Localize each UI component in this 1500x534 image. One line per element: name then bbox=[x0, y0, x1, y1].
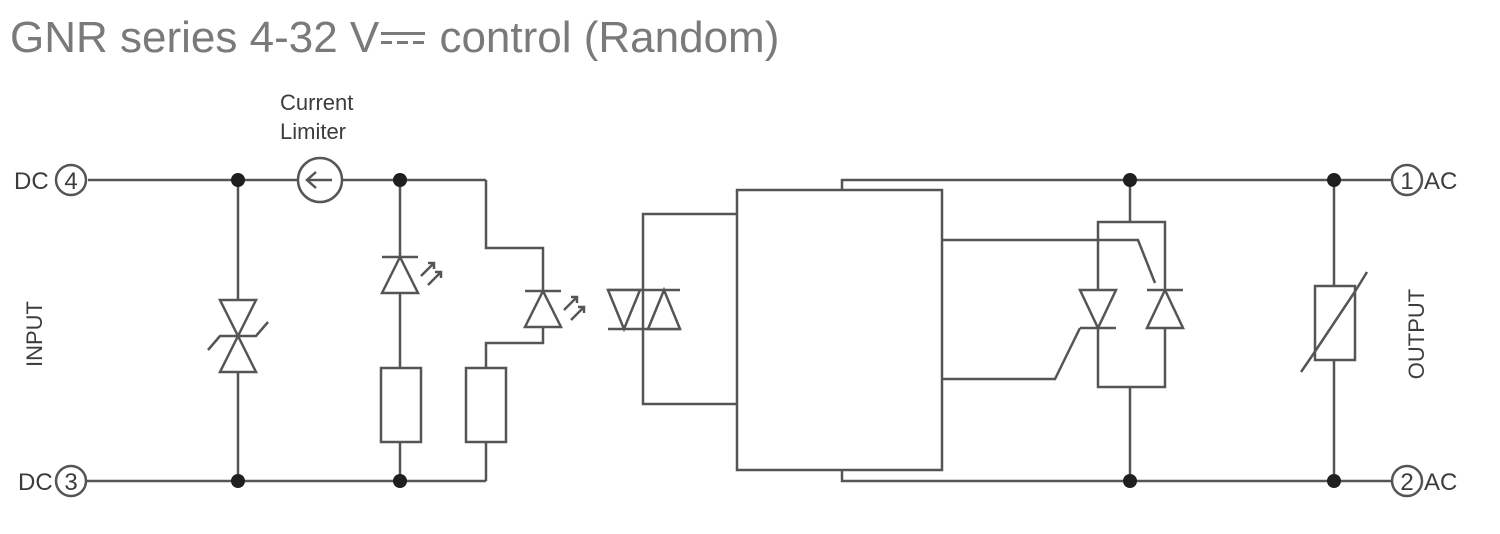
current-limiter-label-line1: Current bbox=[280, 90, 353, 115]
thyristor-pair-icon bbox=[1078, 287, 1185, 331]
resistor-2-icon bbox=[464, 366, 508, 444]
terminal-4-label: 4 bbox=[64, 168, 77, 195]
circuit-schematic: 4 3 1 2 DC DC AC AC Current Limiter INPU… bbox=[14, 90, 1457, 498]
indicator-led-icon bbox=[379, 254, 443, 295]
terminal-1-label: 1 bbox=[1400, 168, 1413, 195]
dc-voltage-icon bbox=[379, 22, 427, 52]
dc-bottom-label: DC bbox=[18, 469, 53, 496]
varistor-icon bbox=[1299, 271, 1369, 373]
current-limiter-label-line2: Limiter bbox=[280, 119, 346, 144]
title-prefix: GNR series 4-32 V bbox=[10, 13, 380, 62]
title-suffix: control (Random) bbox=[427, 13, 780, 62]
terminal-2-circle bbox=[1390, 464, 1424, 498]
terminal-4-circle bbox=[54, 163, 88, 197]
ac-bottom-label: AC bbox=[1424, 469, 1457, 496]
terminal-3-circle bbox=[54, 464, 88, 498]
junction-dots bbox=[231, 173, 1341, 488]
input-label: INPUT bbox=[22, 301, 47, 367]
output-label: OUTPUT bbox=[1404, 289, 1429, 379]
dc-top-label: DC bbox=[14, 168, 49, 195]
opto-led-icon bbox=[522, 288, 586, 329]
tvs-diode-icon bbox=[207, 298, 269, 374]
resistor-1-icon bbox=[379, 366, 423, 444]
opto-triac-icon bbox=[606, 212, 737, 406]
current-limiter-icon bbox=[296, 156, 344, 204]
terminal-1-circle bbox=[1390, 163, 1424, 197]
control-block bbox=[735, 188, 944, 472]
ac-top-label: AC bbox=[1424, 168, 1457, 195]
terminal-3-label: 3 bbox=[64, 469, 77, 496]
diagram-title: GNR series 4-32 V control (Random) bbox=[10, 8, 779, 68]
terminal-2-label: 2 bbox=[1400, 469, 1413, 496]
